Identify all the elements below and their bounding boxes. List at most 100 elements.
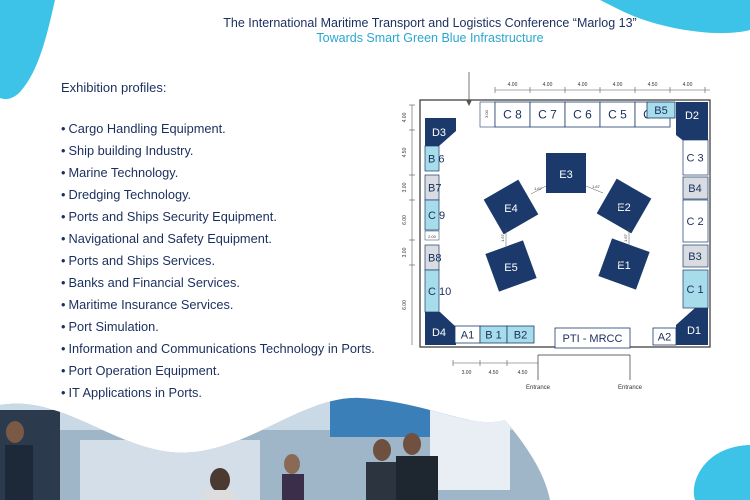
corner-wave-bottom-right (693, 445, 750, 500)
booth-d2-shape (676, 102, 708, 150)
booth-c8-label: C 8 (503, 108, 522, 122)
list-item: Cargo Handling Equipment. (61, 118, 375, 140)
list-item: Dredging Technology. (61, 184, 375, 206)
booth-b1-label: B 1 (485, 330, 502, 342)
center-booth-label: E2 (617, 202, 630, 214)
booth-b2-booth (506, 325, 535, 344)
list-item: Information and Communications Technolog… (61, 338, 374, 360)
left-booth-cell (424, 269, 440, 313)
list-item: IT Applications in Ports. (61, 382, 375, 404)
small-dimension-label: 1.67 (623, 233, 628, 242)
left-booth-label: C 9 (428, 210, 445, 222)
entrance-label-left: Entrance (526, 385, 551, 391)
profiles-list: Cargo Handling Equipment. Ship building … (61, 118, 375, 404)
right-booth-label: C 1 (686, 284, 703, 296)
booth-d4-label: D4 (432, 327, 446, 339)
bottom-dimension-label: 4.50 (518, 370, 528, 376)
center-booth-e5 (485, 240, 537, 292)
top-dimension-label: 4.00 (543, 82, 553, 88)
center-booth-e2 (596, 178, 652, 234)
top-dimension-label: 4.50 (648, 82, 658, 88)
right-booth-label: B4 (688, 183, 701, 195)
booth-b5-booth (646, 101, 676, 119)
right-booth-cell (682, 176, 709, 200)
left-small-cell (424, 230, 440, 241)
small-dimension-label: 1.67 (534, 186, 543, 191)
left-dimension-label: 4.50 (402, 147, 408, 157)
list-item: Maritime Insurance Services. (61, 294, 375, 316)
left-booth-cell (424, 199, 440, 231)
right-booth-cell (682, 139, 709, 176)
left-dimension-label: 4.00 (402, 112, 408, 122)
center-booth-e3 (546, 153, 586, 193)
booth-a1-label: A1 (461, 330, 474, 342)
list-item: Ports and Ships Services. (61, 250, 375, 272)
left-booth-label: B7 (428, 183, 441, 195)
booth-d4-shape (425, 312, 456, 345)
bottom-dimension-label: 4.50 (489, 370, 499, 376)
corner-wave-top-left (0, 0, 55, 100)
small-dimension-label: 2.00 (428, 234, 437, 239)
right-booth-cell (682, 199, 709, 243)
list-item: Ship building Industry. (61, 140, 375, 162)
left-dimension-label: 6.00 (402, 300, 408, 310)
profiles-heading: Exhibition profiles: (61, 80, 167, 95)
list-item: Navigational and Safety Equipment. (61, 228, 375, 250)
booth-pti-mrcc-label: PTI - MRCC (563, 333, 623, 345)
small-dimension-label: 5.00 (613, 203, 622, 213)
booth-b2-label: B2 (514, 330, 527, 342)
booth-c8-booth (494, 101, 531, 128)
list-item: Port Simulation. (61, 316, 375, 338)
list-item: Marine Technology. (61, 162, 375, 184)
booth-d3-label: D3 (432, 127, 446, 139)
booth-d3-shape (425, 118, 456, 146)
right-booth-label: B3 (688, 251, 701, 263)
column-arrow (466, 100, 472, 106)
center-booth-e4 (483, 179, 539, 235)
right-booth-cell (682, 244, 709, 268)
right-booth-cell (682, 269, 709, 309)
booth-b5-label: B5 (654, 105, 667, 117)
booth-pti-mrcc-booth (554, 327, 631, 349)
right-booth-label: C 3 (686, 153, 703, 165)
left-dimension-label: 3.00 (402, 182, 408, 192)
entrance-label-right: Entrance (618, 385, 643, 391)
small-dimension-label: 1.67 (592, 184, 601, 189)
center-dim-line (585, 185, 604, 194)
booth-a2-label: A2 (658, 332, 671, 344)
list-item: Banks and Financial Services. (61, 272, 375, 294)
left-dimension-label: 6.00 (402, 215, 408, 225)
right-booth-label: C 2 (686, 216, 703, 228)
list-item: Ports and Ships Security Equipment. (61, 206, 375, 228)
small-dimension-label: 5.00 (615, 256, 624, 266)
center-booth-label: E1 (617, 260, 630, 272)
left-booth-label: B8 (428, 253, 441, 265)
top-dimension-label: 4.00 (578, 82, 588, 88)
corner-wave-top-right (600, 0, 750, 34)
center-booth-label: E4 (504, 203, 517, 215)
booth-c6-booth (564, 101, 601, 128)
booth-c7-label: C 7 (538, 108, 557, 122)
page-subtitle: Towards Smart Green Blue Infrastructure (316, 31, 544, 45)
booth-a2-booth (652, 327, 677, 346)
left-booth-label: B 6 (428, 154, 445, 166)
hall-outline (419, 99, 711, 348)
booth-c6-label: C 6 (573, 108, 592, 122)
booth-d2-label: D2 (685, 110, 699, 122)
page-title: The International Maritime Transport and… (223, 16, 637, 30)
booth-c5-label: C 5 (608, 108, 627, 122)
left-booth-label: C 10 (428, 286, 451, 298)
booth-d1-shape (676, 308, 708, 345)
top-dimension-label: 4.00 (613, 82, 623, 88)
center-booth-label: E5 (504, 262, 517, 274)
bottom-dimension-label: 3.00 (462, 370, 472, 376)
left-dimension-label: 3.00 (402, 247, 408, 257)
booth-d1-label: D1 (687, 325, 701, 337)
left-booth-cell (424, 145, 440, 172)
small-dimension-label: 1.67 (500, 233, 505, 242)
top-dimension-label: 4.00 (508, 82, 518, 88)
booth-c5-booth (599, 101, 636, 128)
small-dimension-label: 3.00 (484, 109, 489, 118)
